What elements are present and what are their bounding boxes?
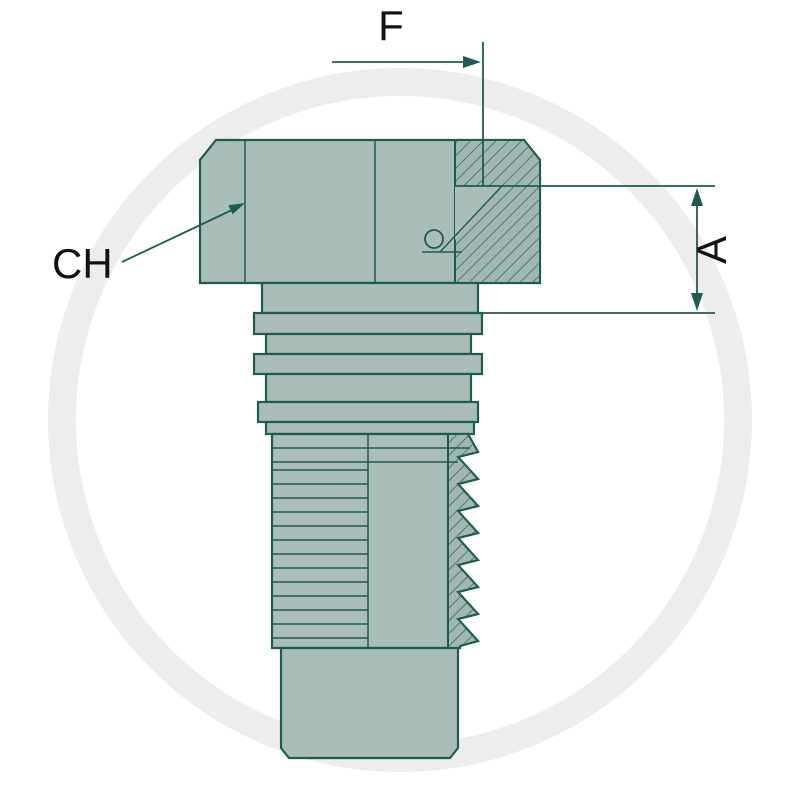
ch-leader-line (121, 209, 233, 263)
collar-ring-1 (252, 311, 484, 336)
ch-arrowhead (228, 203, 245, 215)
ch-callout: CH (52, 203, 245, 287)
collar-groove-1 (264, 332, 473, 356)
label-ch: CH (52, 240, 113, 287)
fitting-body (198, 138, 542, 760)
seal-ball (424, 229, 444, 249)
shank-section-hatch (447, 433, 480, 649)
dimension-f-arrowhead (463, 56, 481, 68)
cone-seat-line (439, 185, 503, 253)
collar-neck (264, 372, 473, 404)
barb-serrations (272, 469, 368, 639)
collar-ring-2 (252, 352, 484, 376)
dimension-a-arrowhead-top (691, 188, 703, 206)
flange (260, 281, 480, 315)
label-f: F (378, 2, 404, 49)
dimension-a: A (455, 185, 735, 314)
label-a: A (688, 236, 735, 264)
collar-step (264, 420, 476, 436)
tail-tube (279, 646, 460, 760)
dimension-a-arrowhead-bottom (691, 293, 703, 311)
hex-section-hatch (454, 139, 541, 284)
dimension-f: F (332, 2, 484, 186)
collar-ring-3 (256, 400, 480, 424)
